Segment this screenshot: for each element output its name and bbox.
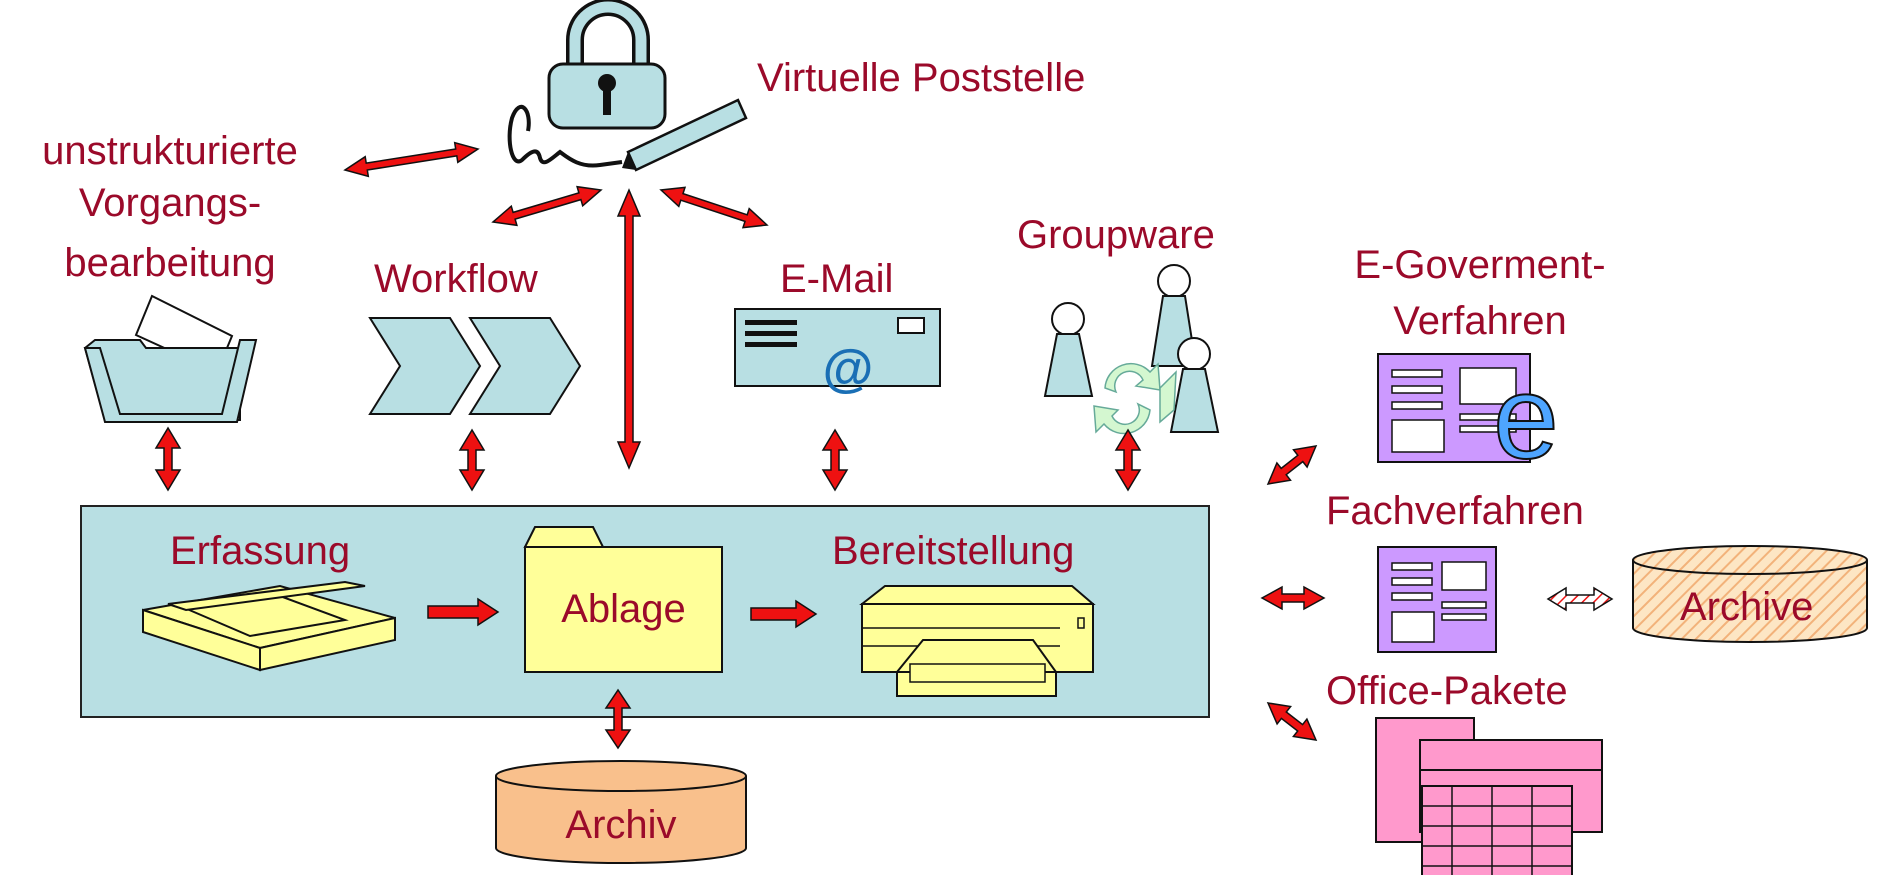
- bearbeitung-label: bearbeitung: [64, 241, 276, 285]
- arrow-erfassung-ablage: [427, 597, 500, 627]
- bereitstellung-label: Bereitstellung: [832, 529, 1075, 573]
- arrow-main-vertical: [616, 188, 642, 470]
- egov-label-line1: E-Goverment-: [1354, 243, 1606, 287]
- fachverfahren-form-window-icon: [1377, 546, 1497, 653]
- virtuelle-poststelle-label: Virtuelle Poststelle: [757, 56, 1086, 100]
- signature-pen-icon: [507, 98, 748, 172]
- arrow-dms-egov: [1266, 445, 1318, 485]
- folder-icon: [83, 294, 258, 423]
- archive-database-icon: [1632, 545, 1868, 643]
- archiv-database-icon: [495, 760, 747, 864]
- ablage-folder-icon: [523, 526, 723, 673]
- arrow-email-signature: [659, 186, 769, 229]
- arrow-unstrukturiert-signature: [343, 141, 480, 178]
- ablage-label: Ablage: [561, 587, 686, 631]
- scanner-icon: [142, 580, 396, 672]
- workflow-label: Workflow: [374, 257, 538, 301]
- erfassung-label: Erfassung: [170, 529, 351, 573]
- email-at-sign: @: [823, 340, 874, 398]
- unstrukturierte-label: unstrukturierte: [42, 129, 298, 173]
- spreadsheet-icon: [1375, 717, 1603, 875]
- arrow-dms-fachverfahren: [1260, 585, 1326, 611]
- arrow-workflow-signature: [491, 185, 603, 227]
- arrow-groupware-dms: [1114, 428, 1142, 492]
- groupware-label: Groupware: [1017, 213, 1215, 257]
- people-icon: [1043, 264, 1220, 435]
- arrow-dms-office: [1266, 702, 1318, 741]
- arrow-ablage-archiv: [604, 688, 632, 750]
- envelope-icon: @: [734, 308, 941, 398]
- vorgangs-label: Vorgangs-: [78, 181, 262, 225]
- printer-icon: [859, 585, 1096, 697]
- lock-icon: [547, 0, 667, 130]
- archiv-label: Archiv: [565, 803, 677, 847]
- arrow-workflow-dms: [458, 428, 486, 492]
- office-pakete-label: Office-Pakete: [1326, 669, 1568, 713]
- egov-label-line2: Verfahren: [1393, 299, 1567, 343]
- archive-label: Archive: [1680, 585, 1814, 629]
- chevron-icon: [368, 317, 582, 415]
- arrow-fachverfahren-archive: [1546, 586, 1614, 612]
- fachverfahren-label: Fachverfahren: [1326, 489, 1584, 533]
- egov-e-letter: e: [1493, 352, 1559, 484]
- arrow-folder-dms: [154, 426, 182, 492]
- egov-form-window-icon: e: [1377, 351, 1560, 485]
- email-label: E-Mail: [780, 257, 894, 301]
- arrow-ablage-bereitstellung: [750, 599, 818, 629]
- arrows-group: [154, 141, 1614, 750]
- arrow-email-dms: [821, 428, 849, 492]
